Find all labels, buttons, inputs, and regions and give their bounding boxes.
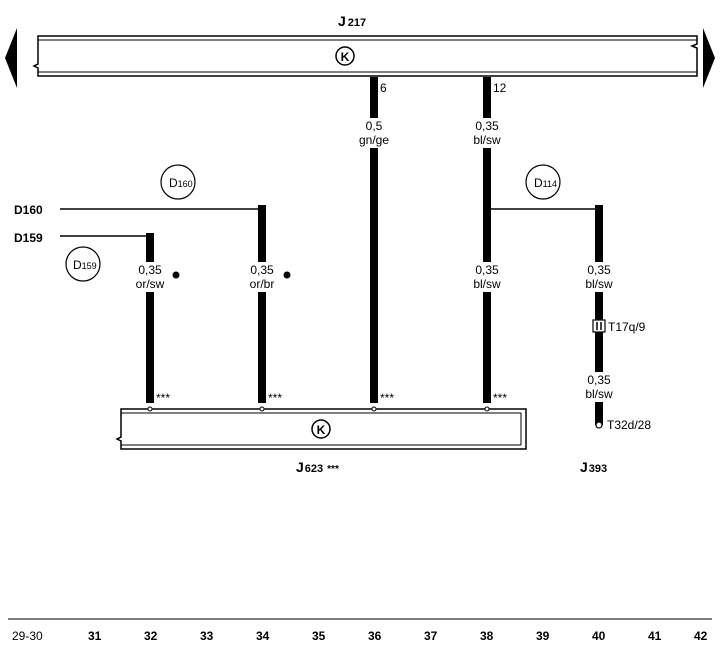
stars-34: *** — [268, 391, 282, 405]
stars-32: *** — [156, 391, 170, 405]
svg-text:0,35: 0,35 — [587, 373, 611, 387]
svg-text:T17q/9: T17q/9 — [608, 320, 646, 334]
d159-circle-label: D159 — [73, 258, 97, 272]
wire-38-label-lower: 0,35 bl/sw — [470, 262, 504, 292]
top-module-bar — [32, 35, 698, 77]
pin-dot — [147, 406, 153, 412]
svg-text:bl/sw: bl/sw — [473, 133, 501, 147]
pin-dot — [371, 406, 377, 412]
svg-text:0,35: 0,35 — [250, 263, 274, 277]
pin-6-label: 6 — [380, 81, 387, 95]
svg-text:0,35: 0,35 — [138, 263, 162, 277]
wire-32-label: 0,35 or/sw — [133, 262, 180, 292]
right-module-label: J393 — [580, 459, 607, 475]
wire-36-label: 0,5 gn/ge — [359, 118, 390, 148]
svg-text:0,35: 0,35 — [587, 263, 611, 277]
d160-circle-label: D160 — [169, 176, 193, 190]
grid-number: 29-30 — [12, 629, 43, 643]
wire-38-label: 0,35 bl/sw — [470, 118, 504, 148]
grid-numbers: 29-30 31 32 33 34 35 36 37 38 39 40 41 4… — [12, 629, 708, 643]
grid-number: 32 — [144, 629, 158, 643]
wire-40-label-upper: 0,35 bl/sw — [582, 262, 616, 292]
connector-t17q: T17q/9 — [592, 319, 646, 334]
stars-38: *** — [493, 391, 507, 405]
svg-text:0,35: 0,35 — [475, 263, 499, 277]
svg-text:T32d/28: T32d/28 — [607, 418, 651, 432]
k-symbol-top: K — [341, 50, 350, 64]
arrow-left-icon — [5, 28, 17, 88]
wire-34-label: 0,35 or/br — [245, 262, 291, 292]
connector-t32d: T32d/28 — [595, 418, 651, 432]
k-symbol-bottom: K — [317, 423, 326, 437]
grid-number: 37 — [424, 629, 438, 643]
pin-12-label: 12 — [493, 81, 507, 95]
grid-number: 35 — [312, 629, 326, 643]
svg-text:bl/sw: bl/sw — [473, 277, 501, 291]
d114-circle-label: D114 — [534, 176, 557, 190]
d159-splice-icon — [65, 246, 101, 282]
d114-splice-icon — [525, 164, 561, 200]
pin-dot — [484, 406, 490, 412]
grid-number: 36 — [368, 629, 382, 643]
grid-number: 40 — [592, 629, 606, 643]
bottom-module-label: J623*** — [296, 459, 339, 475]
svg-text:or/br: or/br — [250, 277, 275, 291]
svg-text:0,35: 0,35 — [475, 119, 499, 133]
wire-40-label-lower: 0,35 bl/sw — [582, 372, 616, 402]
svg-text:or/sw: or/sw — [136, 277, 165, 291]
k-circle-icon — [335, 46, 355, 66]
grid-number: 42 — [694, 629, 708, 643]
grid-number: 33 — [200, 629, 214, 643]
grid-number: 31 — [88, 629, 102, 643]
d160-splice-icon — [160, 164, 196, 200]
svg-text:0,5: 0,5 — [366, 119, 383, 133]
grid-number: 34 — [256, 629, 270, 643]
grid-number: 39 — [536, 629, 550, 643]
pin-dot — [259, 406, 265, 412]
svg-text:bl/sw: bl/sw — [585, 277, 613, 291]
d160-label: D160 — [14, 203, 43, 217]
stars-36: *** — [380, 391, 394, 405]
k-circle-icon — [311, 419, 331, 439]
grid-number: 38 — [480, 629, 494, 643]
arrow-right-icon — [703, 28, 715, 88]
d159-label: D159 — [14, 231, 43, 245]
grid-number: 41 — [648, 629, 662, 643]
svg-text:bl/sw: bl/sw — [585, 387, 613, 401]
svg-text:gn/ge: gn/ge — [359, 133, 389, 147]
